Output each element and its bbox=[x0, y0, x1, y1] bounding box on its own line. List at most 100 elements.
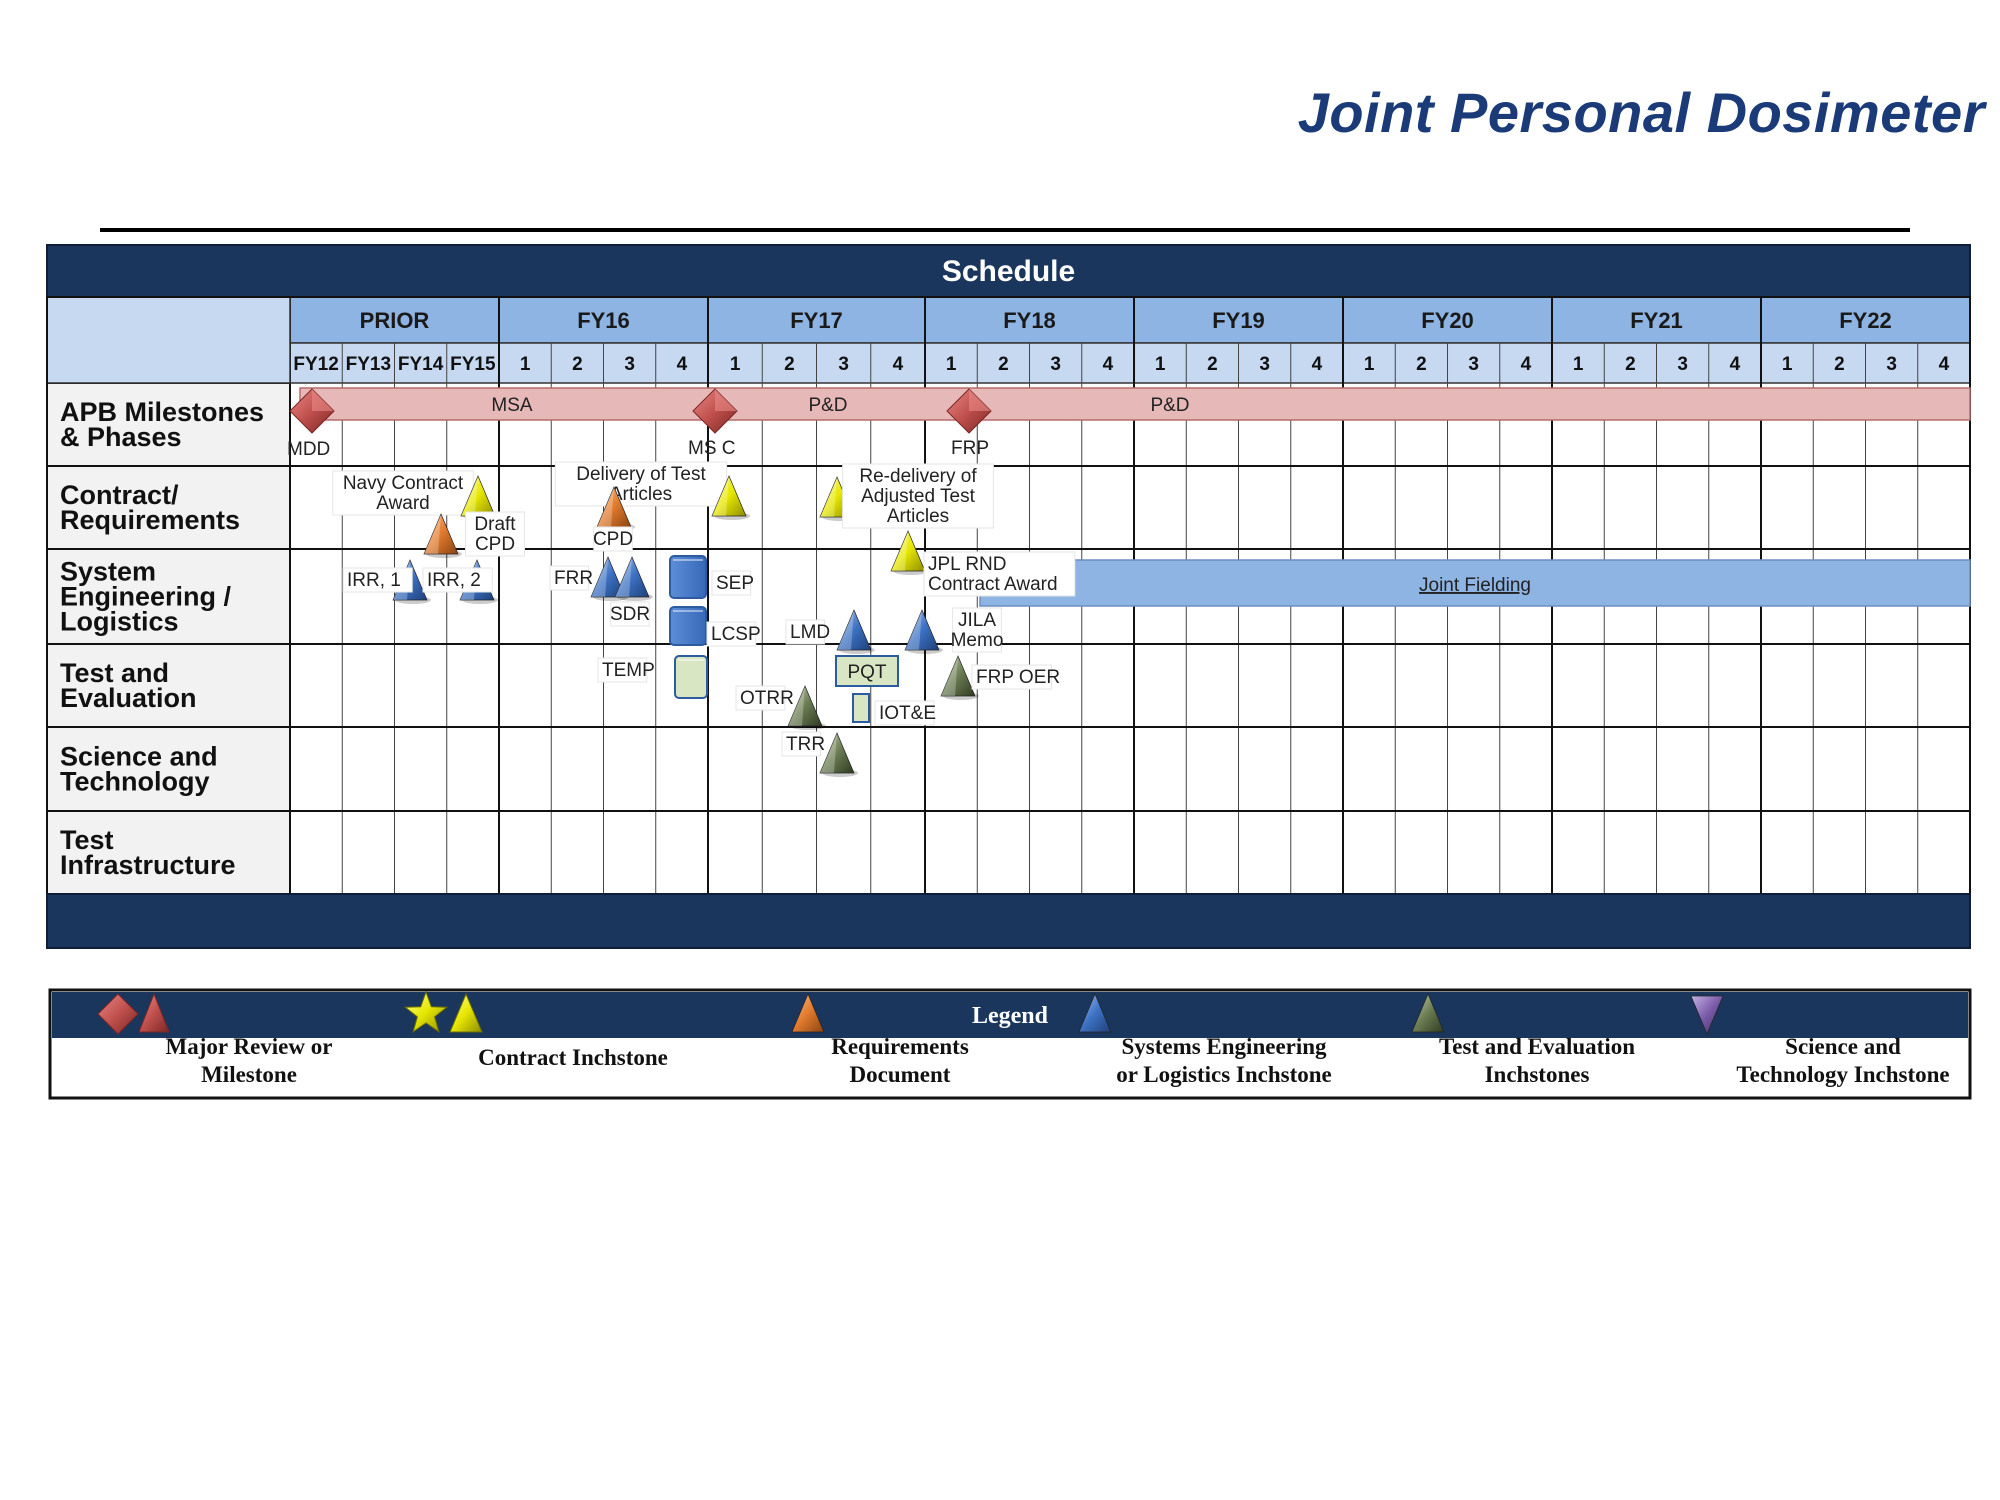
corner-cell bbox=[46, 296, 291, 384]
schedule-footer bbox=[46, 893, 1971, 949]
year-header-fy19: FY19 bbox=[1212, 308, 1265, 333]
quarter-header: 1 bbox=[1364, 354, 1375, 375]
quarter-header: 3 bbox=[624, 354, 635, 375]
frp-oer-mark bbox=[940, 655, 979, 700]
frp-oer-mark-highlight bbox=[941, 656, 958, 696]
jpl-rnd-award-shape bbox=[890, 530, 926, 572]
jila-memo-mark-highlight bbox=[905, 610, 922, 650]
sdr-label: SDR bbox=[610, 604, 650, 625]
navy-contract-label-box bbox=[332, 470, 474, 516]
quarter-header: 4 bbox=[1939, 354, 1950, 375]
sdr-label-box bbox=[610, 601, 650, 627]
jpl-rnd-award-highlight bbox=[891, 531, 908, 571]
title-rule bbox=[100, 228, 1910, 232]
frp-oer-mark-shape bbox=[940, 655, 976, 697]
draft-cpd-mark-shape bbox=[423, 513, 459, 555]
frr-mark-a-shape bbox=[590, 556, 626, 598]
lmd-mark bbox=[836, 609, 875, 654]
irr1-label-box bbox=[342, 567, 413, 593]
trr-label-box bbox=[781, 731, 822, 757]
sep-document-shape bbox=[669, 555, 707, 599]
otrr-mark-shape bbox=[787, 685, 823, 727]
frr-mark-a-highlight bbox=[591, 557, 608, 597]
temp-document bbox=[674, 655, 708, 699]
trr-mark-shape bbox=[819, 732, 855, 774]
irr2-label: IRR, 2 bbox=[427, 570, 481, 591]
frr-label: FRR bbox=[554, 568, 593, 589]
legend-se-icon bbox=[1078, 993, 1112, 1033]
jpl-rnd-award bbox=[890, 530, 929, 575]
irr1-label: IRR, 1 bbox=[347, 570, 401, 591]
quarter-header-row bbox=[46, 342, 1971, 384]
trr-mark-highlight bbox=[820, 733, 837, 773]
frp-milestone bbox=[946, 388, 992, 434]
year-header-fy17: FY17 bbox=[790, 308, 843, 333]
msc-milestone-highlight bbox=[715, 389, 737, 411]
frp-oer-label: FRP OER bbox=[976, 667, 1060, 688]
row-label-cell bbox=[46, 548, 291, 645]
quarter-header: 2 bbox=[1416, 354, 1427, 375]
prior-year-header: FY12 bbox=[293, 354, 338, 375]
row-label-cell bbox=[46, 810, 291, 895]
lcsp-label-box bbox=[706, 621, 757, 647]
sep-document bbox=[669, 555, 707, 599]
draft-cpd-mark-highlight bbox=[424, 514, 441, 554]
legend-contract-icon bbox=[403, 990, 483, 1033]
legend-yellow-triangle-icon bbox=[449, 992, 483, 1033]
redelivery-test-articles-highlight bbox=[820, 477, 837, 517]
lmd-mark-shape bbox=[836, 609, 872, 651]
schedule-heading: Schedule bbox=[942, 255, 1075, 288]
quarter-header: 1 bbox=[946, 354, 957, 375]
temp-label: TEMP bbox=[602, 660, 655, 681]
trr-mark bbox=[819, 732, 858, 777]
prior-year-header: FY13 bbox=[346, 354, 391, 375]
otrr-mark bbox=[787, 685, 826, 730]
quarter-header: 1 bbox=[730, 354, 741, 375]
sep-label: SEP bbox=[716, 573, 754, 594]
legend-diamond-icon bbox=[97, 993, 139, 1035]
row-label-cell bbox=[46, 643, 291, 728]
legend-te-icon bbox=[1411, 993, 1445, 1033]
row-label: Contract/Requirements bbox=[60, 480, 240, 535]
legend-heading: Legend bbox=[972, 1003, 1049, 1029]
navy-contract-award-highlight bbox=[461, 476, 478, 516]
quarter-header: 3 bbox=[1259, 354, 1270, 375]
frp-label: FRP bbox=[951, 438, 989, 459]
legend-star-icon bbox=[403, 990, 449, 1033]
quarter-header: 4 bbox=[1730, 354, 1741, 375]
delivery-test-articles bbox=[711, 475, 750, 520]
year-header-fy21: FY21 bbox=[1630, 308, 1683, 333]
temp-label-box bbox=[597, 657, 648, 683]
lcsp-document-shape bbox=[669, 606, 707, 646]
delivery-test-articles-highlight bbox=[712, 476, 729, 516]
quarter-header: 2 bbox=[998, 354, 1009, 375]
quarter-header: 2 bbox=[784, 354, 795, 375]
msc-label: MS C bbox=[688, 438, 736, 459]
quarter-header: 1 bbox=[1155, 354, 1166, 375]
quarter-header: 2 bbox=[1625, 354, 1636, 375]
schedule-header bbox=[46, 244, 1971, 298]
delivery-test-articles-shape bbox=[711, 475, 747, 517]
lmd-mark-highlight bbox=[837, 610, 854, 650]
phase-bar bbox=[299, 387, 1971, 421]
mdd-milestone-highlight bbox=[312, 389, 334, 411]
pqt-label: PQT bbox=[847, 662, 886, 683]
temp-document-shape bbox=[674, 655, 708, 699]
quarter-header: 1 bbox=[520, 354, 531, 375]
otrr-mark-highlight bbox=[788, 686, 805, 726]
year-header-fy16: FY16 bbox=[577, 308, 630, 333]
phase-label: P&D bbox=[1150, 395, 1189, 416]
prior-year-header: FY15 bbox=[450, 354, 496, 375]
year-header-fy22: FY22 bbox=[1839, 308, 1892, 333]
joint-fielding-bar bbox=[979, 559, 1971, 607]
frp-milestone-highlight bbox=[969, 389, 991, 411]
joint-fielding-label: Joint Fielding bbox=[1419, 575, 1531, 596]
